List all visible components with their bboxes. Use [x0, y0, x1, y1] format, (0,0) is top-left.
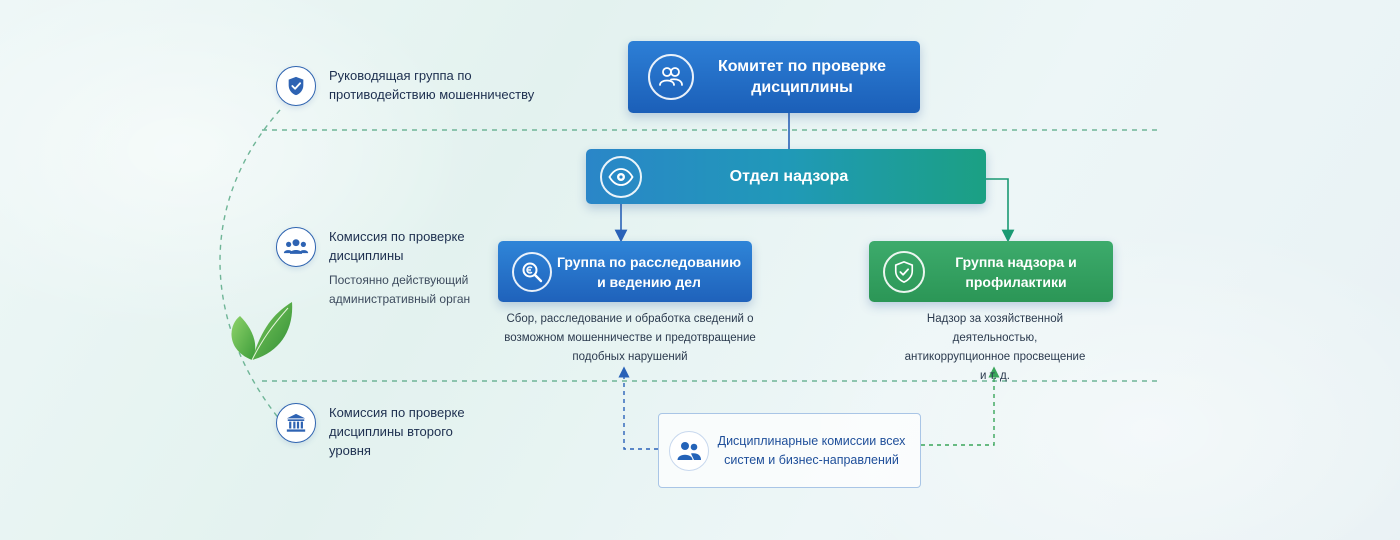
shield-check-icon: [883, 250, 925, 293]
investigation-node: Группа по расследованию и ведению дел: [498, 241, 752, 302]
people-icon: [648, 54, 694, 100]
oversight-label: Отдел надзора: [729, 168, 849, 185]
institution-icon: [276, 403, 316, 443]
eye-icon: [600, 155, 642, 198]
leaf-decoration: [231, 302, 293, 361]
legend-item-discipline-commission: Комиссия по проверке дисциплины Постоянн…: [276, 227, 479, 309]
legend-item-steering-group: Руководящая группа по противодействию мо…: [276, 66, 549, 106]
prevention-description: Надзор за хозяйственной деятельностью, а…: [904, 313, 1086, 382]
prevention-node: Группа надзора и профилактики: [869, 241, 1113, 302]
legend-item-second-level-commission: Комиссия по проверке дисциплины второго …: [276, 403, 479, 460]
legend-title: Комиссия по проверке дисциплины: [329, 229, 465, 263]
investigation-description: Сбор, расследование и обработка сведений…: [504, 313, 756, 363]
connector-commissions-investigation: [618, 366, 658, 450]
legend-subtitle: Постоянно действующий административный о…: [329, 273, 471, 306]
connector-oversight-prevention: [986, 178, 1015, 243]
commissions-node: Дисциплинарные комиссии всех систем и би…: [658, 413, 921, 488]
legend-timeline-arc: [219, 109, 281, 421]
people-icon: [669, 430, 709, 471]
legend-title: Руководящая группа по противодействию мо…: [329, 68, 535, 102]
legend-title: Комиссия по проверке дисциплины второго …: [329, 405, 465, 458]
committee-node: Комитет по проверке дисциплины: [628, 41, 920, 113]
commissions-label: Дисциплинарные комиссии всех систем и би…: [717, 433, 906, 467]
search-icon: [512, 251, 552, 292]
prevention-label: Группа надзора и профилактики: [955, 253, 1077, 290]
oversight-node: Отдел надзора: [586, 149, 986, 204]
investigation-label: Группа по расследованию и ведению дел: [556, 253, 742, 290]
connector-commissions-prevention: [921, 366, 1000, 446]
committee-label: Комитет по проверке дисциплины: [717, 58, 887, 96]
shield-check-icon: [276, 66, 316, 106]
people-group-icon: [276, 227, 316, 267]
